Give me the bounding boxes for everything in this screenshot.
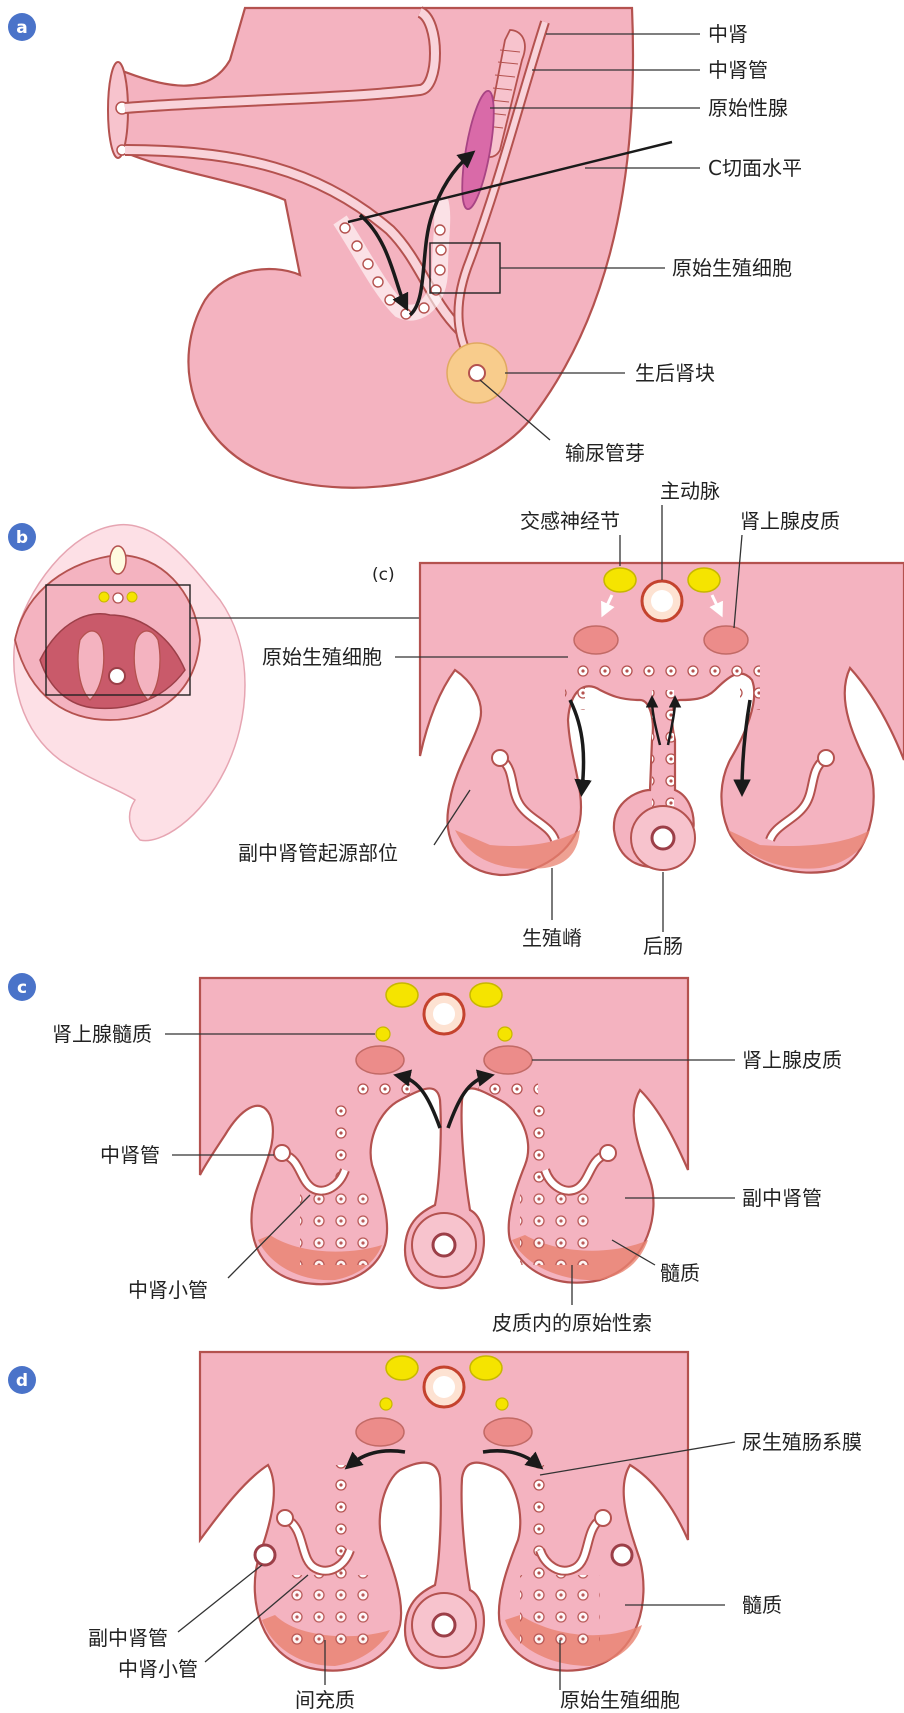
label-adrenal-cortex-c: 肾上腺皮质 [742,1048,842,1072]
panel-a-badge-letter: a [16,18,27,38]
panel-d-badge-letter: d [16,1371,28,1391]
label-adrenal-cortex-b: 肾上腺皮质 [740,509,840,533]
panel-b: b (c) [8,479,904,958]
ureteric-bud [469,365,485,381]
label-primitive-sex-cords: 皮质内的原始性索 [492,1311,652,1335]
sympathetic-ganglion-left [604,568,636,592]
label-primordial-germ-cells-b: 原始生殖细胞 [262,645,382,669]
label-medulla-c: 髓质 [660,1261,700,1285]
panel-c: c [8,973,842,1335]
label-primitive-gonad: 原始性腺 [708,96,788,120]
inset-tag: (c) [372,565,395,585]
label-aorta: 主动脉 [660,479,720,503]
label-paramesonephric-origin: 副中肾管起源部位 [238,841,398,865]
label-primordial-germ-cells-a: 原始生殖细胞 [672,256,792,280]
panel-a: a [8,8,802,488]
panel-b-badge-letter: b [16,528,28,548]
sympathetic-ganglion-right [688,568,720,592]
label-sympathetic-ganglion: 交感神经节 [520,509,620,533]
adrenal-cortex-right-c [484,1046,532,1074]
panel-c-badge-letter: c [17,978,27,998]
label-metanephric-mass: 生后肾块 [635,361,715,385]
label-section-level: C切面水平 [708,156,802,180]
label-mesonephric-duct-c: 中肾管 [100,1143,160,1167]
embryo-tail-body [120,8,633,488]
label-genital-ridge: 生殖嵴 [522,926,582,950]
label-mesonephros: 中肾 [708,22,748,46]
label-hindgut: 后肠 [643,934,683,958]
adrenal-cortex-right-b [704,626,748,654]
paramesonephric-duct-d-left [255,1545,275,1565]
label-mesenchyme: 间充质 [295,1688,355,1712]
label-adrenal-medulla: 肾上腺髓质 [52,1022,152,1046]
adrenal-cortex-left-b [574,626,618,654]
label-mesonephric-duct: 中肾管 [708,58,768,82]
adrenal-medulla-left [376,1027,390,1041]
paramesonephric-duct-d-right [612,1545,632,1565]
label-paramesonephric-duct-d: 副中肾管 [88,1626,168,1650]
panel-d: d [8,1352,862,1712]
label-ureteric-bud: 输尿管芽 [565,441,645,465]
label-medulla-d: 髓质 [742,1593,782,1617]
label-mesonephric-tubule-c: 中肾小管 [128,1278,208,1302]
label-paramesonephric-duct-c: 副中肾管 [742,1186,822,1210]
adrenal-medulla-right [498,1027,512,1041]
label-urogenital-mesentery: 尿生殖肠系膜 [742,1430,862,1454]
label-primordial-germ-cells-d: 原始生殖细胞 [560,1688,680,1712]
label-mesonephric-tubule-d: 中肾小管 [118,1657,198,1681]
adrenal-cortex-left-c [356,1046,404,1074]
